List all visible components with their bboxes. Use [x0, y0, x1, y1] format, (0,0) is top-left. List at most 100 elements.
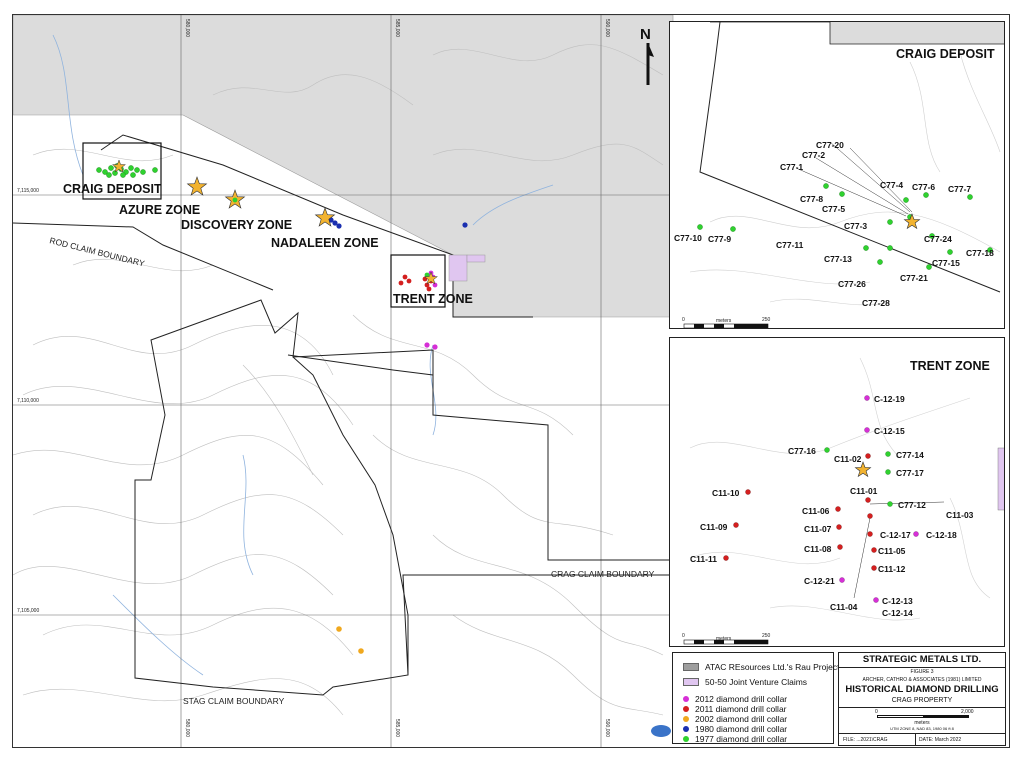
- nadaleen-zone-star: [314, 207, 336, 227]
- hole-label: C77-28: [862, 298, 890, 308]
- legend-label: 2002 diamond drill collar: [695, 713, 788, 724]
- hole-label: C77-15: [932, 258, 960, 268]
- nadaleen-zone-label: NADALEEN ZONE: [271, 236, 379, 250]
- hole-label: C77-4: [880, 180, 903, 190]
- azure-zone-label: AZURE ZONE: [119, 203, 200, 217]
- crag-claim-boundary-label: CRAG CLAIM BOUNDARY: [551, 569, 655, 579]
- hole-label: C-12-19: [874, 394, 905, 404]
- hole-label: C-12-18: [926, 530, 957, 540]
- map-date: DATE: March 2022: [919, 737, 962, 743]
- trent-scale-bar: 0 250: [682, 633, 771, 645]
- collar-2002-symbol: [683, 715, 689, 722]
- trent-collars: [398, 270, 438, 350]
- figure-number: FIGURE 3: [910, 669, 934, 675]
- hole-label: C-12-15: [874, 426, 905, 436]
- northing-label: 7,115,000: [17, 188, 39, 194]
- hole-label: C11-07: [804, 524, 832, 534]
- jv-claim-patch: [466, 254, 486, 263]
- north-label: N: [640, 26, 651, 43]
- hole-label: C77-21: [900, 273, 928, 283]
- legend-label: ATAC REsources Ltd.'s Rau Project: [705, 661, 840, 672]
- scale-start: 0: [875, 709, 878, 715]
- craig-inset-map: CRAIG DEPOSIT C77-20 C77-2 C77-1 C77-4 C…: [674, 22, 1004, 328]
- file-path: FILE: ...2021\CRAG: [843, 737, 888, 743]
- northing-label: 7,105,000: [17, 608, 39, 614]
- hole-label: C-12-13: [882, 596, 913, 606]
- trent-star: [423, 271, 439, 285]
- craig-inset-title: CRAIG DEPOSIT: [896, 47, 995, 61]
- discovery-zone-label: DISCOVERY ZONE: [181, 218, 292, 232]
- scale-unit: meters: [914, 720, 930, 726]
- title-divider: [915, 734, 916, 745]
- easting-label: 580,000: [184, 719, 190, 737]
- hole-label: C77-10: [674, 233, 702, 243]
- scale-end: 250: [762, 633, 771, 639]
- scale-start: 0: [682, 633, 685, 639]
- hole-label: C77-6: [912, 182, 935, 192]
- craig-deposit-inset: CRAIG DEPOSIT C77-20 C77-2 C77-1 C77-4 C…: [669, 21, 1005, 329]
- legend-label: 2012 diamond drill collar: [695, 693, 788, 704]
- hole-label: C77-12: [898, 500, 926, 510]
- legend-label: 2011 diamond drill collar: [695, 703, 787, 714]
- easting-label: 585,000: [394, 719, 400, 737]
- craig-deposit-box: [82, 142, 162, 200]
- collar-2002: [336, 626, 342, 632]
- legend-row-jv: 50-50 Joint Venture Claims: [683, 676, 807, 687]
- hole-label: C-12-17: [880, 530, 911, 540]
- craig-deposit-label: CRAIG DEPOSIT: [63, 182, 162, 196]
- hole-label: C-12-21: [804, 576, 835, 586]
- hole-label: C77-16: [788, 446, 816, 456]
- rod-claim-boundary: [13, 222, 274, 291]
- trent-zone-inset: TRENT ZONE C-12-19 C-12-15 C77-16 C11-02…: [669, 337, 1005, 647]
- main-map: 7,115,000 7,110,000 7,105,000 580,000 58…: [13, 15, 674, 747]
- jv-claim-patch: [448, 254, 468, 282]
- stag-claim-boundary-label: STAG CLAIM BOUNDARY: [183, 696, 285, 706]
- legend-row-atac: ATAC REsources Ltd.'s Rau Project: [683, 661, 840, 672]
- azure-zone-star: [186, 176, 208, 196]
- hole-label: C77-7: [948, 184, 971, 194]
- hole-label: C11-03: [946, 510, 974, 520]
- scale-end: 2,000: [961, 709, 974, 715]
- hole-label: C11-08: [804, 544, 832, 554]
- consultant-name: ARCHER, CATHRO & ASSOCIATES (1981) LIMIT…: [862, 677, 982, 683]
- map-frame: 7,115,000 7,110,000 7,105,000 580,000 58…: [12, 14, 1010, 748]
- crag-east: [287, 354, 434, 376]
- hole-label: C11-06: [802, 506, 830, 516]
- hole-label: C77-24: [924, 234, 952, 244]
- company-name: STRATEGIC METALS LTD.: [839, 653, 1005, 668]
- trent-zone-box: [390, 254, 446, 308]
- collar-2002: [358, 648, 364, 654]
- scale-start: 0: [682, 317, 685, 323]
- collar-2012-symbol: [683, 695, 689, 702]
- craig-inset-star: [903, 213, 921, 230]
- easting-label: 585,000: [394, 19, 400, 37]
- hole-label: C77-13: [824, 254, 852, 264]
- crag-claim-inner: [292, 356, 409, 675]
- scale-end: 250: [762, 317, 771, 323]
- craig-scale-unit: meters: [716, 318, 732, 324]
- hole-label: C11-09: [700, 522, 728, 532]
- hole-label: C11-10: [712, 488, 740, 498]
- north-arrow: N: [640, 26, 654, 85]
- legend-row-1977: 1977 diamond drill collar: [683, 733, 787, 744]
- craig-scale-bar: 0 250: [682, 317, 771, 328]
- hole-label: C11-01: [850, 486, 878, 496]
- craig-collars: [96, 163, 158, 178]
- north-boundary: [100, 134, 454, 315]
- collar-2011-symbol: [683, 705, 689, 712]
- legend-row-2012: 2012 diamond drill collar: [683, 693, 787, 704]
- legend-row-1980: 1980 diamond drill collar: [683, 723, 787, 734]
- trent-zone-label: TRENT ZONE: [393, 292, 473, 306]
- rod-claim-boundary-label: ROD CLAIM BOUNDARY: [49, 235, 146, 268]
- craig-star: [111, 159, 127, 173]
- title-scale-bar: [877, 715, 969, 719]
- hole-label: C11-11: [690, 554, 717, 564]
- hole-label: C77-9: [708, 234, 731, 244]
- easting-label: 580,000: [184, 19, 190, 37]
- hole-label: C77-18: [966, 248, 994, 258]
- collar-1980-symbol: [683, 725, 689, 732]
- legend-row-2002: 2002 diamond drill collar: [683, 713, 787, 724]
- northing-label: 7,110,000: [17, 398, 39, 404]
- hole-label: C77-20: [816, 140, 844, 150]
- hole-label: C11-12: [878, 564, 906, 574]
